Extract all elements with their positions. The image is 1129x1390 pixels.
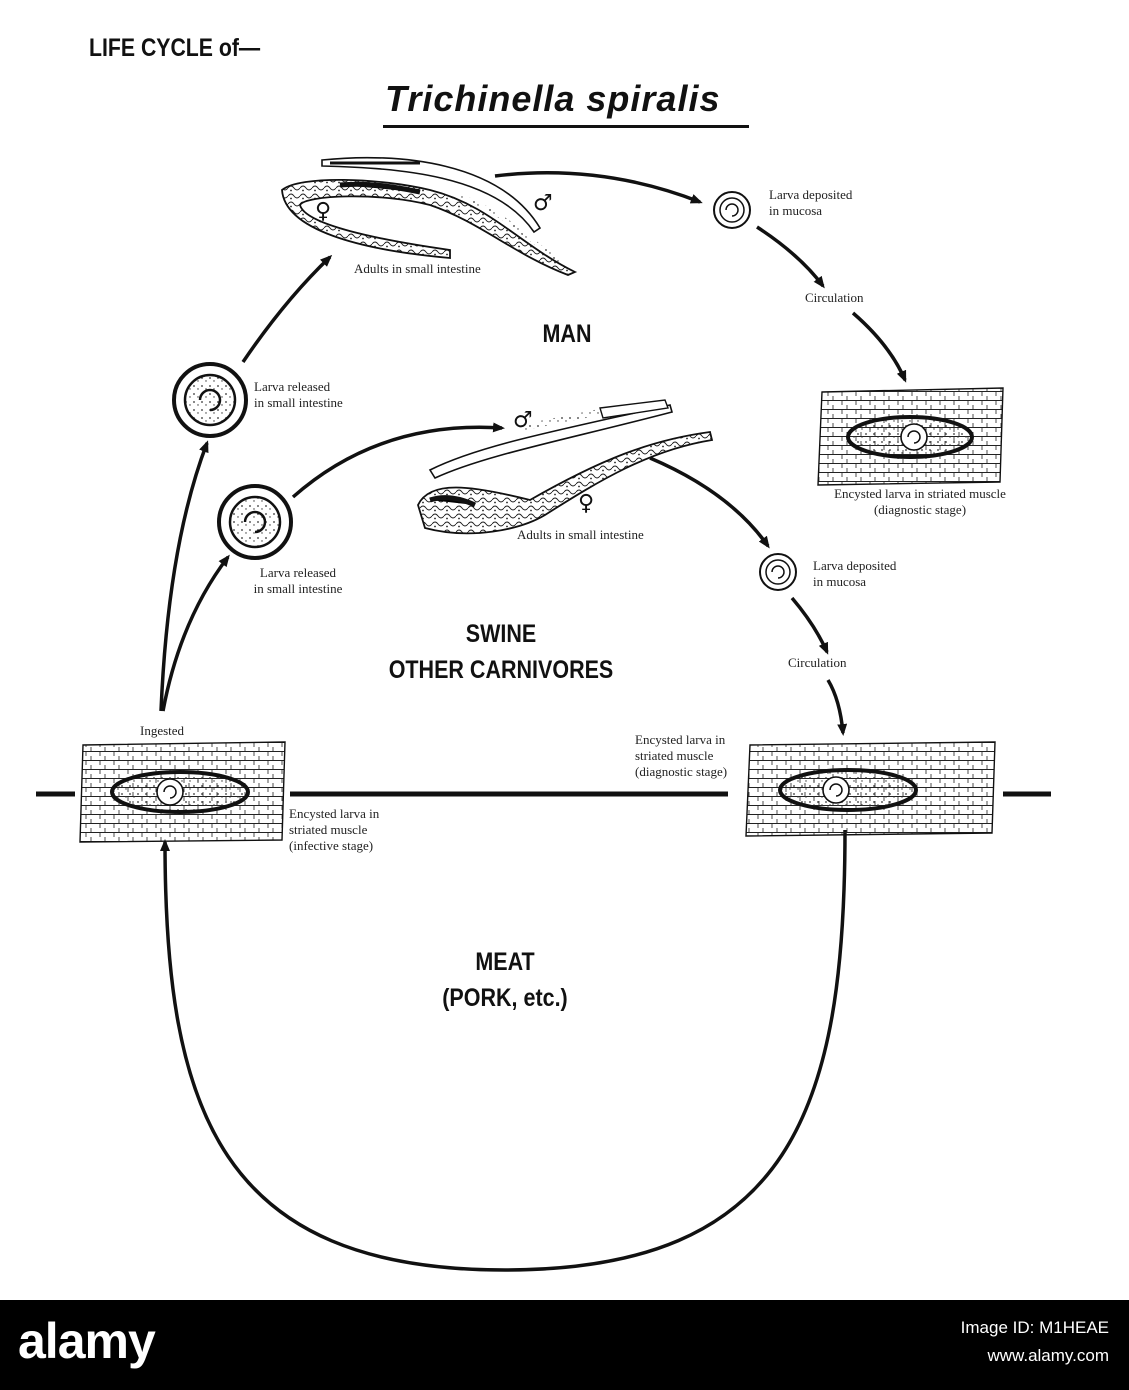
label-infective-line3: (infective stage)	[289, 838, 374, 853]
arrow-swine-mucosa-to-circulation	[790, 596, 829, 655]
region-label-swine: SWINE OTHER CARNIVORES	[381, 616, 622, 688]
label-infective-stage: Encysted larva in striated muscle (infec…	[289, 806, 379, 854]
label-swine-circulation: Circulation	[788, 655, 847, 670]
arrow-swine-released-to-adults	[291, 422, 505, 499]
label-man-encysted-line2: (diagnostic stage)	[873, 502, 967, 517]
label-man-larva-released-line1: Larva released	[254, 379, 331, 394]
female-symbol-man: ♀	[315, 199, 331, 224]
male-symbol-swine: ♂	[513, 408, 533, 433]
life-cycle-diagram: ♂ ♀ ♂ ♀	[36, 156, 1051, 1272]
title-underline	[383, 125, 749, 128]
arrow-swine-adults-to-mucosa	[649, 456, 770, 549]
swine-adult-worms-illustration	[417, 399, 714, 535]
label-man-encysted: Encysted larva in striated muscle (diagn…	[828, 486, 1012, 518]
label-man-larva-deposited-line2: in mucosa	[769, 203, 823, 218]
label-man-circulation: Circulation	[805, 290, 864, 305]
label-diagnostic-line1: Encysted larva in	[635, 732, 726, 747]
region-swine-line2: OTHER CARNIVORES	[388, 656, 614, 684]
label-swine-larva-released-line2: in small intestine	[253, 581, 343, 596]
label-man-adults: Adults in small intestine	[354, 261, 481, 276]
label-infective-line2: striated muscle	[289, 822, 368, 837]
label-diagnostic-line3: (diagnostic stage)	[635, 764, 728, 779]
label-swine-larva-released-line1: Larva released	[259, 565, 337, 580]
male-symbol-man: ♂	[533, 191, 553, 216]
label-man-encysted-line1: Encysted larva in striated muscle	[834, 486, 1006, 501]
site-url-text: www.alamy.com	[987, 1346, 1109, 1365]
label-man-larva-deposited: Larva deposited in mucosa	[769, 187, 852, 219]
page-title: Trichinella spiralis	[385, 78, 721, 119]
region-label-man: MAN	[542, 320, 592, 348]
arrow-ingested-to-man	[159, 440, 209, 712]
label-swine-larva-deposited: Larva deposited in mucosa	[813, 558, 896, 590]
man-encysted-muscle-illustration	[817, 387, 1004, 486]
region-meat-line2: (PORK, etc.)	[442, 984, 568, 1012]
arrow-man-circulation-to-muscle	[851, 311, 907, 383]
arrow-meat-loop	[160, 829, 847, 1272]
arrow-man-released-to-adults	[241, 254, 333, 363]
label-infective-line1: Encysted larva in	[289, 806, 380, 821]
arrow-man-adults-to-mucosa	[494, 171, 703, 204]
man-adult-worms-illustration	[281, 156, 578, 276]
arrow-man-mucosa-to-circulation	[756, 225, 825, 289]
man-larva-deposited-illustration	[713, 191, 751, 229]
arrow-ingested-to-swine	[161, 554, 230, 712]
diagnostic-encysted-muscle-illustration	[745, 741, 996, 837]
arrow-swine-circulation-to-muscle	[826, 679, 848, 736]
region-meat-line1: MEAT	[475, 948, 535, 976]
region-swine-line1: SWINE	[465, 620, 537, 648]
footer-bar	[0, 1300, 1129, 1390]
female-symbol-swine: ♀	[578, 491, 594, 516]
man-larva-released-illustration	[172, 362, 248, 438]
label-man-larva-released-line2: in small intestine	[254, 395, 343, 410]
swine-larva-deposited-illustration	[759, 553, 797, 591]
title-prefix: LIFE CYCLE of—	[89, 34, 261, 62]
region-label-meat: MEAT (PORK, etc.)	[419, 944, 591, 1016]
swine-larva-released-illustration	[217, 484, 293, 560]
label-diagnostic-line2: striated muscle	[635, 748, 714, 763]
label-swine-adults: Adults in small intestine	[517, 527, 644, 542]
image-id-text: Image ID: M1HEAE	[960, 1318, 1109, 1337]
label-swine-larva-deposited-line1: Larva deposited	[813, 558, 897, 573]
label-diagnostic-stage: Encysted larva in striated muscle (diagn…	[635, 732, 727, 780]
label-man-larva-deposited-line1: Larva deposited	[769, 187, 853, 202]
label-swine-larva-released: Larva released in small intestine	[242, 565, 354, 597]
infective-encysted-muscle-illustration	[79, 741, 286, 843]
label-ingested: Ingested	[140, 723, 185, 738]
alamy-logo: alamy	[18, 1313, 156, 1369]
label-swine-larva-deposited-line2: in mucosa	[813, 574, 867, 589]
label-man-larva-released: Larva released in small intestine	[254, 379, 343, 411]
